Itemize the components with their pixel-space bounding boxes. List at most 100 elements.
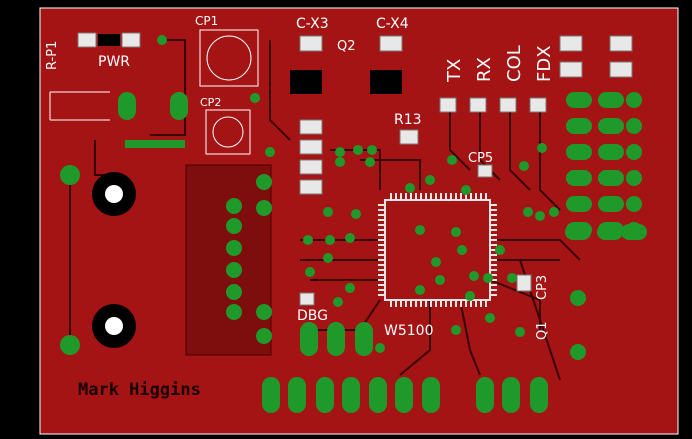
label-r13: R13 [394, 112, 422, 128]
chip-pin [440, 300, 442, 307]
chip-pin [378, 239, 385, 241]
header-pad [598, 196, 624, 212]
chip-pin [490, 254, 497, 256]
chip-pin [400, 193, 402, 200]
chip-pin [455, 300, 457, 307]
header-pad [621, 224, 647, 240]
header-pad [597, 224, 623, 240]
chip-pin [378, 289, 385, 291]
chip-pin [490, 249, 497, 251]
via [405, 183, 415, 193]
label-cx4: C-X4 [376, 16, 409, 32]
label-rp1: R-P1 [45, 41, 60, 70]
via [515, 327, 525, 337]
via [157, 35, 167, 45]
via [325, 235, 335, 245]
label-tx: TX [444, 59, 465, 83]
via [415, 285, 425, 295]
chip-pin [490, 284, 497, 286]
label-cp3: CP3 [535, 275, 550, 300]
header-pad [626, 144, 642, 160]
via [60, 165, 80, 185]
label-author: Mark Higgins [78, 380, 201, 400]
via [523, 207, 533, 217]
via [451, 325, 461, 335]
via [256, 304, 272, 320]
via [485, 313, 495, 323]
chip-pin [430, 193, 432, 200]
header-pad [566, 170, 592, 186]
chip-pin [435, 300, 437, 307]
chip-pin [378, 214, 385, 216]
via [305, 267, 315, 277]
via [226, 262, 242, 278]
chip-pin [455, 193, 457, 200]
chip-pin [490, 239, 497, 241]
label-pwr: PWR [98, 54, 130, 70]
via [256, 328, 272, 344]
via [345, 233, 355, 243]
chip-pin [485, 300, 487, 307]
chip-pin [490, 274, 497, 276]
chip-pin [445, 193, 447, 200]
vias [60, 35, 586, 360]
chip-pin [378, 234, 385, 236]
chip-pin [450, 300, 452, 307]
via [469, 271, 479, 281]
via [457, 245, 467, 255]
chip-pin [405, 300, 407, 307]
via [375, 343, 385, 353]
chip-pin [480, 300, 482, 307]
via [353, 145, 363, 155]
label-fdx: FDX [534, 45, 555, 82]
label-rx: RX [474, 57, 495, 82]
chip-pin [378, 209, 385, 211]
chip-pin [378, 204, 385, 206]
via [333, 297, 343, 307]
chip-pin [410, 193, 412, 200]
cp2-cap-outline [205, 109, 251, 155]
pin-header-region [185, 164, 272, 356]
via [335, 157, 345, 167]
via [303, 235, 313, 245]
smd-pads [77, 32, 633, 306]
label-col: COL [504, 45, 525, 82]
header-pad [626, 170, 642, 186]
chip-pin [378, 259, 385, 261]
thru-hole-pads [118, 92, 548, 413]
via [549, 207, 559, 217]
chip-pin [410, 300, 412, 307]
chip-pin [490, 229, 497, 231]
chip-pin [490, 244, 497, 246]
chip-pin [405, 193, 407, 200]
right-header-pads [565, 92, 647, 240]
chip-pin [378, 224, 385, 226]
chip-pin [470, 300, 472, 307]
chip-pin [378, 229, 385, 231]
via [431, 257, 441, 267]
via [365, 157, 375, 167]
via [226, 198, 242, 214]
chip-pin [395, 300, 397, 307]
label-cp2: CP2 [200, 96, 221, 109]
chip-pin [378, 249, 385, 251]
via [570, 290, 586, 306]
via [226, 304, 242, 320]
chip-pin [378, 274, 385, 276]
chip-pin [415, 300, 417, 307]
via [345, 283, 355, 293]
chip-pin [378, 264, 385, 266]
header-pad [626, 196, 642, 212]
via [256, 200, 272, 216]
via [226, 240, 242, 256]
via [519, 161, 529, 171]
chip-pin [378, 254, 385, 256]
label-cp1: CP1 [195, 14, 218, 28]
via [415, 225, 425, 235]
chip-pin [490, 209, 497, 211]
via [335, 147, 345, 157]
header-pad [598, 92, 624, 108]
chip-pin [465, 300, 467, 307]
header-pad [598, 144, 624, 160]
